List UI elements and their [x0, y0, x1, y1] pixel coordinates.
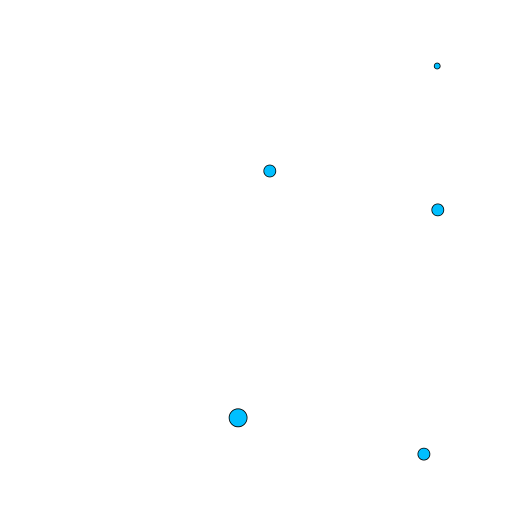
data-point-3: [431, 203, 445, 217]
data-point-5: [417, 447, 431, 461]
data-point-4: [228, 408, 248, 428]
data-point-2: [263, 164, 277, 178]
data-points: [228, 62, 445, 461]
data-point-1: [433, 62, 441, 70]
